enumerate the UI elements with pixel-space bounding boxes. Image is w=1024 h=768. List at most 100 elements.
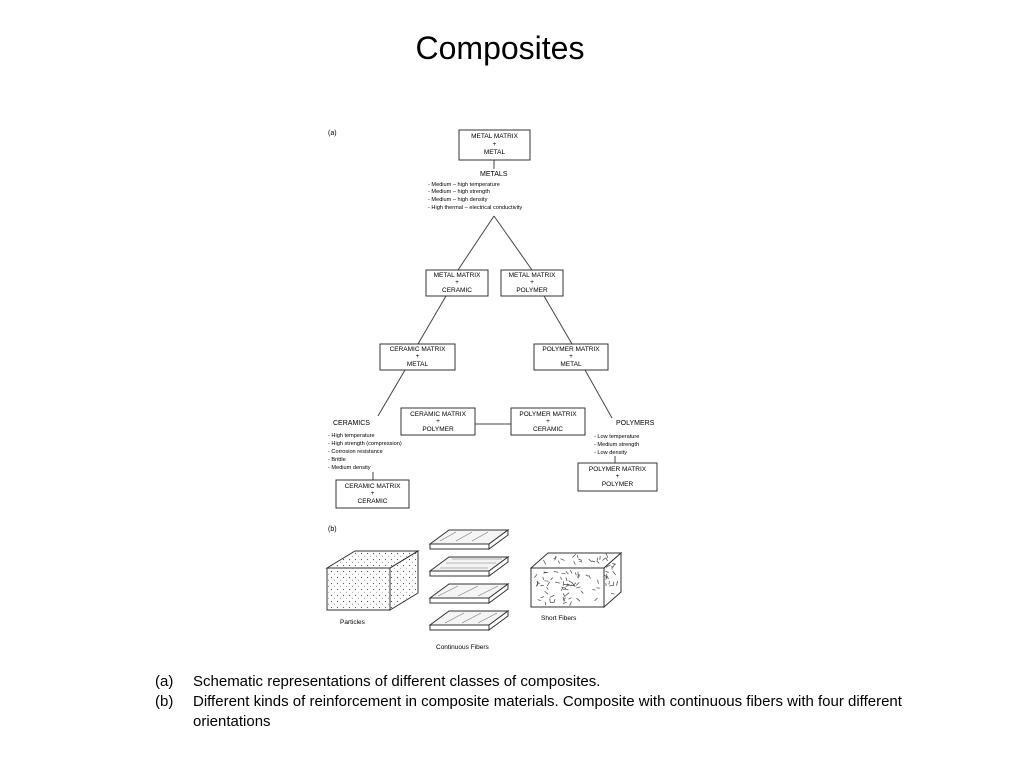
svg-text:METAL: METAL bbox=[407, 361, 429, 368]
short-fiber-mark bbox=[616, 580, 618, 586]
svg-text:+: + bbox=[455, 279, 459, 286]
svg-text:POLYMER: POLYMER bbox=[422, 426, 454, 433]
continuous-fibers-label: Continuous Fibers bbox=[436, 644, 489, 651]
short-fiber-mark bbox=[588, 558, 593, 563]
short-fiber-mark bbox=[578, 558, 583, 561]
svg-text:CERAMIC: CERAMIC bbox=[442, 287, 472, 294]
svg-text:- High thermal – electrical c: - High thermal – electrical conductivity bbox=[428, 205, 522, 211]
short-fiber-mark bbox=[568, 580, 573, 584]
box-metal-ceramic: METAL MATRIX + CERAMIC bbox=[425, 269, 489, 297]
box-ceramic-ceramic: CERAMIC MATRIX + CERAMIC bbox=[335, 479, 410, 509]
svg-text:METALS: METALS bbox=[480, 171, 508, 178]
short-fiber-mark bbox=[562, 593, 566, 598]
short-fiber-mark bbox=[605, 553, 609, 559]
short-fibers-block: Short Fibers bbox=[529, 551, 623, 622]
short-fiber-mark bbox=[577, 574, 580, 578]
short-fiber-mark bbox=[550, 577, 554, 581]
svg-text:+: + bbox=[416, 353, 420, 360]
svg-text:+: + bbox=[436, 418, 440, 425]
short-fiber-mark bbox=[588, 575, 591, 579]
short-fiber-mark bbox=[546, 581, 550, 587]
short-fiber-mark bbox=[605, 564, 611, 568]
short-fiber-mark bbox=[562, 601, 567, 604]
short-fiber-mark bbox=[543, 559, 547, 565]
lamina-1 bbox=[428, 529, 510, 550]
short-fiber-mark bbox=[537, 599, 541, 601]
svg-text:METAL MATRIX: METAL MATRIX bbox=[471, 133, 518, 140]
short-fiber-mark bbox=[594, 597, 598, 602]
short-fiber-mark bbox=[609, 584, 615, 587]
caption-b-text: Different kinds of reinforcement in comp… bbox=[193, 693, 902, 730]
svg-text:POLYMER: POLYMER bbox=[602, 481, 634, 488]
short-fiber-mark bbox=[578, 574, 580, 579]
short-fiber-mark bbox=[562, 588, 567, 591]
short-fiber-mark bbox=[563, 597, 566, 602]
short-fiber-mark bbox=[542, 576, 544, 581]
caption-a: (a) Schematic representations of differe… bbox=[155, 672, 915, 692]
short-fiber-mark bbox=[544, 590, 549, 595]
caption-a-text: Schematic representations of different c… bbox=[193, 673, 601, 690]
svg-text:+: + bbox=[371, 490, 375, 497]
lamina-3 bbox=[428, 583, 510, 604]
svg-text:METAL: METAL bbox=[484, 149, 506, 156]
box-polymer-ceramic: POLYMER MATRIX + CERAMIC bbox=[510, 407, 586, 436]
box-metal-polymer: METAL MATRIX + POLYMER bbox=[500, 269, 564, 297]
short-fiber-mark bbox=[570, 584, 576, 587]
short-fiber-mark bbox=[535, 582, 539, 587]
svg-text:- Medium density: - Medium density bbox=[328, 465, 371, 471]
svg-text:- Medium – high density: - Medium – high density bbox=[428, 197, 488, 203]
box-ceramic-metal: CERAMIC MATRIX + METAL bbox=[379, 343, 456, 371]
short-fiber-mark bbox=[608, 581, 610, 585]
short-fiber-mark bbox=[576, 586, 581, 589]
svg-text:- Medium strength: - Medium strength bbox=[594, 442, 639, 448]
short-fiber-mark bbox=[549, 594, 555, 598]
short-fiber-mark bbox=[574, 572, 577, 576]
short-fiber-mark bbox=[591, 560, 596, 563]
short-fiber-mark bbox=[577, 554, 579, 559]
short-fibers-label: Short Fibers bbox=[541, 615, 577, 622]
short-fiber-mark bbox=[612, 563, 616, 565]
short-fiber-mark bbox=[544, 601, 547, 606]
short-fiber-mark bbox=[585, 574, 589, 577]
short-fiber-mark bbox=[554, 555, 557, 561]
lamina-4 bbox=[428, 610, 510, 631]
short-fiber-mark bbox=[543, 571, 547, 573]
short-fiber-mark bbox=[562, 596, 565, 601]
short-fiber-mark bbox=[605, 557, 608, 562]
short-fiber-mark bbox=[605, 570, 609, 574]
short-fiber-mark bbox=[580, 590, 584, 594]
short-fiber-mark bbox=[553, 571, 559, 573]
short-fiber-mark bbox=[576, 597, 581, 602]
box-polymer-polymer: POLYMER MATRIX + POLYMER bbox=[577, 462, 658, 492]
short-fiber-mark bbox=[605, 576, 610, 579]
svg-text:- High temperature: - High temperature bbox=[328, 433, 375, 439]
short-fiber-mark bbox=[562, 581, 565, 586]
short-fiber-mark bbox=[565, 577, 568, 582]
short-fiber-mark bbox=[561, 586, 567, 589]
short-fiber-mark bbox=[575, 582, 580, 586]
short-fiber-mark bbox=[553, 599, 556, 603]
box-metal-metal: METAL MATRIX + METAL bbox=[458, 129, 531, 161]
svg-text:+: + bbox=[530, 279, 534, 286]
svg-text:CERAMIC: CERAMIC bbox=[358, 498, 388, 505]
short-fiber-mark bbox=[555, 581, 560, 584]
short-fiber-mark bbox=[540, 596, 545, 599]
svg-text:- Medium – high strength: - Medium – high strength bbox=[428, 189, 490, 195]
short-fiber-mark bbox=[592, 588, 596, 591]
continuous-fibers-stack: Continuous Fibers bbox=[428, 529, 510, 651]
short-fiber-mark bbox=[612, 563, 616, 568]
svg-text:POLYMER MATRIX: POLYMER MATRIX bbox=[542, 346, 600, 353]
short-fiber-mark bbox=[612, 570, 616, 576]
svg-text:CERAMICS: CERAMICS bbox=[333, 420, 370, 427]
short-fiber-mark bbox=[546, 586, 549, 590]
short-fiber-mark bbox=[573, 561, 576, 565]
short-fiber-mark bbox=[579, 560, 583, 563]
short-fiber-mark bbox=[565, 592, 570, 596]
svg-text:CERAMIC MATRIX: CERAMIC MATRIX bbox=[410, 411, 467, 418]
svg-text:METAL: METAL bbox=[560, 361, 582, 368]
short-fiber-mark bbox=[569, 601, 572, 606]
particles-label: Particles bbox=[340, 619, 366, 626]
short-fiber-mark bbox=[597, 579, 599, 584]
short-fiber-mark bbox=[611, 592, 615, 595]
